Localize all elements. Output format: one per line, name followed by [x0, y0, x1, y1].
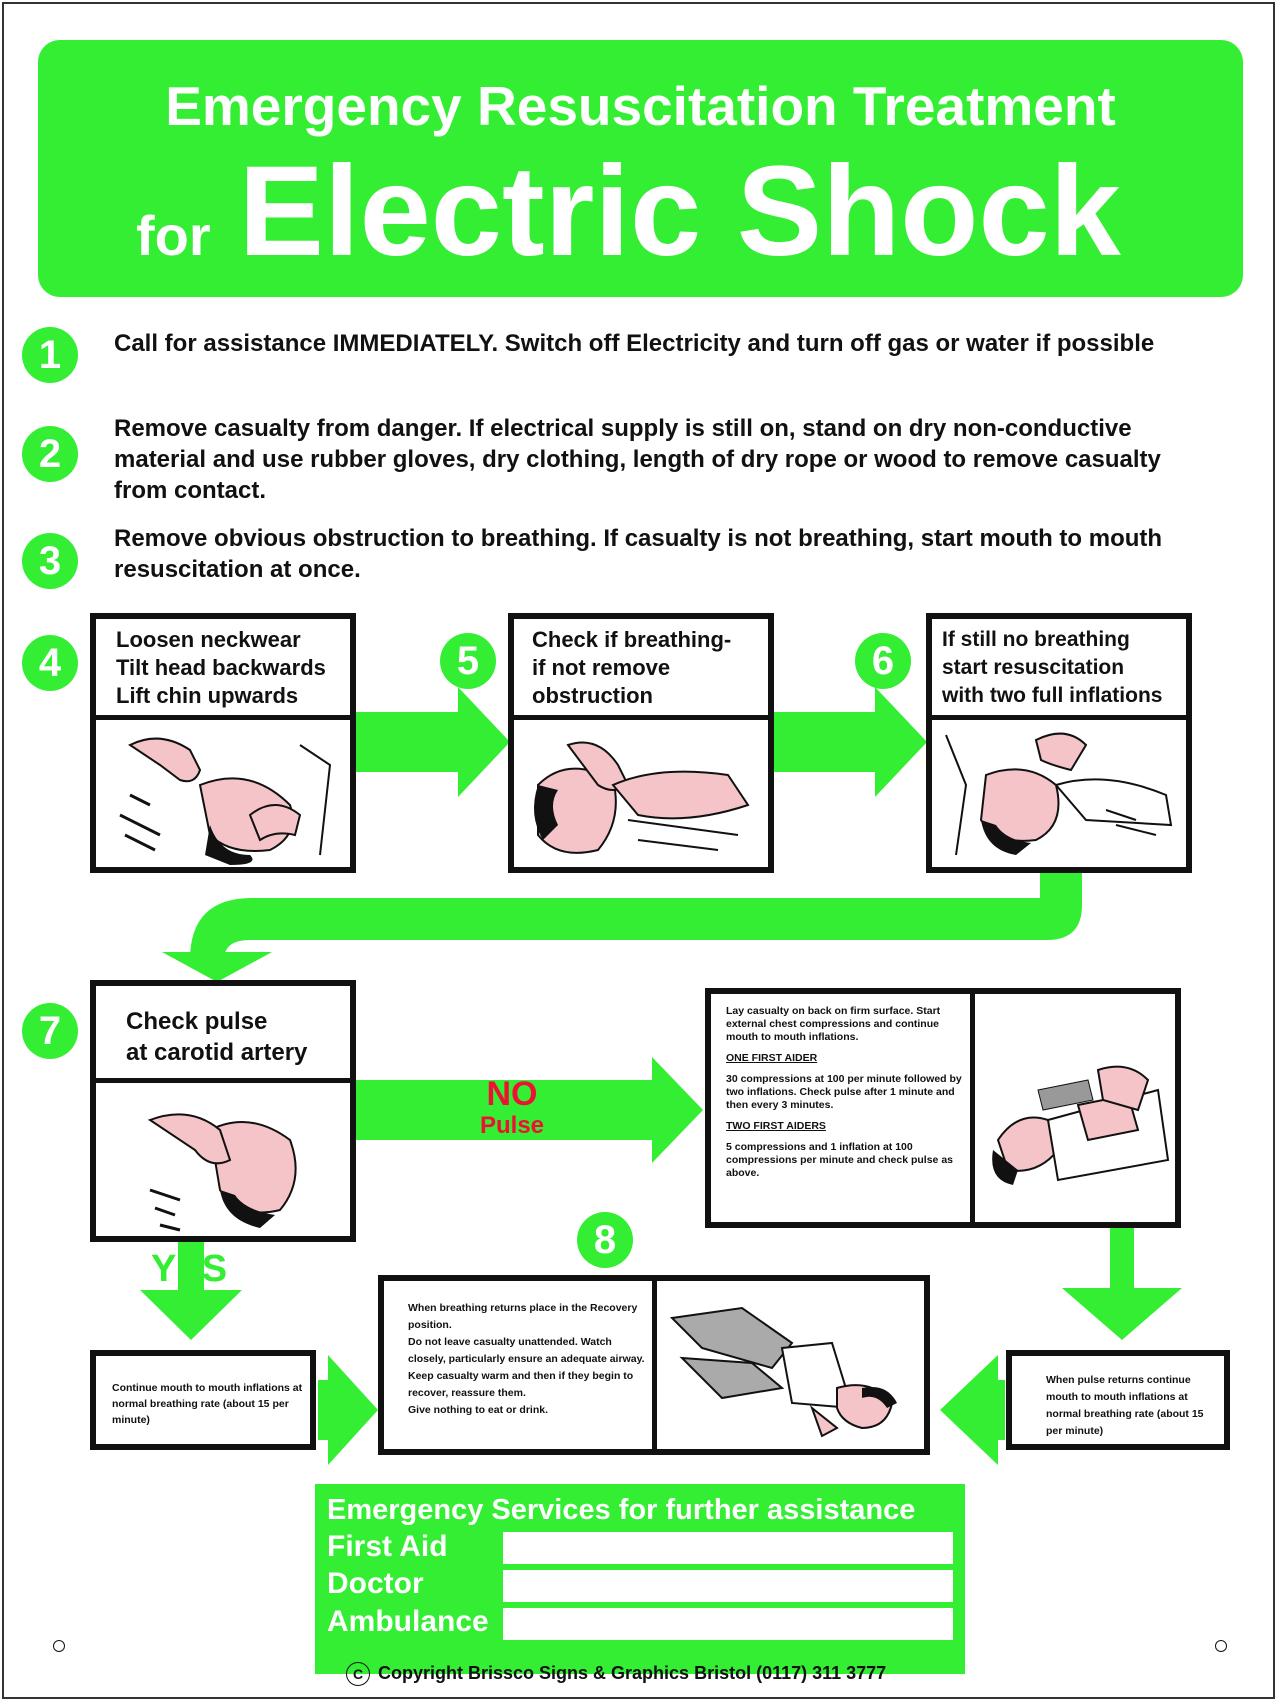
step-5-number: 5 [440, 633, 496, 689]
step-4-number: 4 [22, 635, 78, 691]
arrow-left-to-8 [940, 1355, 1005, 1465]
step-2-number: 2 [22, 426, 78, 482]
panel-7-illustration [147, 1113, 297, 1232]
copyright-text: Copyright Brissco Signs & Graphics Brist… [378, 1662, 887, 1683]
recovery-text: When breathing returns place in the Reco… [408, 1300, 646, 1419]
recovery-line-1: When breathing returns place in the Reco… [408, 1302, 638, 1331]
panel-6-line-3: with two full inflations [942, 684, 1163, 707]
copyright-icon: C [346, 1662, 370, 1686]
arrow-5-to-6 [767, 687, 927, 797]
panel-5-line-3: obstruction [532, 683, 653, 708]
title-line-1: Emergency Resuscitation Treatment [165, 75, 1116, 137]
no-label: NO [486, 1075, 538, 1113]
recovery-illustration [669, 1306, 897, 1438]
title-for: for [136, 204, 211, 267]
yes-label: YES [151, 1248, 228, 1290]
cpr-instructions: Lay casualty on back on firm surface. St… [726, 1005, 966, 1180]
ambulance-label: Ambulance [327, 1605, 489, 1638]
title-line-2: for Electric Shock [136, 138, 1121, 285]
arrow-cpr-down [1062, 1228, 1182, 1340]
doctor-field[interactable] [503, 1570, 953, 1602]
panel-5-divider [514, 715, 768, 720]
mount-hole-bottom-left [53, 1640, 65, 1652]
copyright: C Copyright Brissco Signs & Graphics Bris… [346, 1662, 886, 1686]
arrow-4-to-5 [350, 687, 510, 797]
panel-4-illustration [119, 737, 332, 865]
step-7-number: 7 [22, 1003, 78, 1059]
first-aid-field[interactable] [503, 1532, 953, 1564]
arrow-7-no-pulse [356, 1057, 703, 1163]
ambulance-field[interactable] [503, 1608, 953, 1640]
step-3-number: 3 [22, 533, 78, 589]
cpr-one-aider-title: ONE FIRST AIDER [726, 1052, 818, 1064]
no-pulse-label: NO Pulse [452, 1076, 572, 1140]
pulse-returns-box [1006, 1350, 1230, 1450]
cpr-two-aiders-text: 5 compressions and 1 inflation at 100 co… [726, 1141, 953, 1179]
recovery-line-3: Keep casualty warm and then if they begi… [408, 1370, 634, 1399]
panel-6-divider [932, 715, 1186, 720]
continue-box [90, 1350, 316, 1450]
title-banner: Emergency Resuscitation Treatment for Ele… [38, 40, 1243, 297]
step-6-number: 6 [855, 633, 911, 689]
arrow-right-to-8 [318, 1355, 378, 1465]
cpr-one-aider-text: 30 compressions at 100 per minute follow… [726, 1073, 962, 1111]
panel-4-line-2: Tilt head backwards [116, 655, 326, 680]
recovery-line-4: Give nothing to eat or drink. [408, 1404, 549, 1416]
step-1-number: 1 [22, 327, 78, 383]
cpr-two-aiders-title: TWO FIRST AIDERS [726, 1120, 826, 1132]
emergency-services-heading: Emergency Services for further assistanc… [327, 1494, 916, 1526]
first-aid-label: First Aid [327, 1530, 448, 1563]
panel-5-illustration [534, 741, 750, 854]
panel-6-illustration [945, 732, 1173, 856]
pulse-label: Pulse [479, 1112, 545, 1139]
step-3-text: Remove obvious obstruction to breathing.… [114, 525, 1163, 583]
cpr-panel-divider [970, 994, 975, 1222]
panel-6-text: If still no breathing start resuscitatio… [942, 626, 1162, 710]
panel-7-text: Check pulse at carotid artery [126, 1006, 307, 1068]
panel-7-line-1: Check pulse [126, 1008, 268, 1035]
step-1-text: Call for assistance IMMEDIATELY. Switch … [114, 330, 1155, 357]
panel-5-text: Check if breathing- if not remove obstru… [532, 626, 731, 710]
panel-7-divider [96, 1078, 350, 1083]
emergency-services-panel: Emergency Services for further assistanc… [315, 1484, 965, 1674]
panel-5-line-1: Check if breathing- [532, 627, 732, 652]
recovery-panel-divider [652, 1281, 657, 1449]
title-main: Electric Shock [238, 140, 1121, 283]
arrow-7-yes [140, 1235, 242, 1340]
panel-4-divider [96, 715, 350, 720]
panel-7-line-2: at carotid artery [126, 1039, 308, 1066]
continue-box-text: Continue mouth to mouth inflations at no… [112, 1382, 303, 1426]
cpr-intro: Lay casualty on back on firm surface. St… [726, 1005, 941, 1043]
doctor-label: Doctor [327, 1567, 424, 1600]
pulse-returns-text: When pulse returns continue mouth to mou… [1046, 1374, 1204, 1437]
step-2-text: Remove casualty from danger. If electric… [114, 415, 1161, 504]
step-8-number: 8 [577, 1212, 633, 1268]
panel-5-line-2: if not remove [532, 655, 671, 680]
mount-hole-bottom-right [1215, 1640, 1227, 1652]
panel-6-line-1: If still no breathing [942, 628, 1130, 651]
panel-4-text: Loosen neckwear Tilt head backwards Lift… [116, 626, 326, 710]
panel-6-line-2: start resuscitation [942, 656, 1125, 679]
recovery-line-2: Do not leave casualty unattended. Watch … [408, 1336, 645, 1365]
panel-4-line-1: Loosen neckwear [116, 627, 301, 652]
cpr-illustration [992, 1065, 1170, 1185]
panel-4-line-3: Lift chin upwards [116, 683, 299, 708]
